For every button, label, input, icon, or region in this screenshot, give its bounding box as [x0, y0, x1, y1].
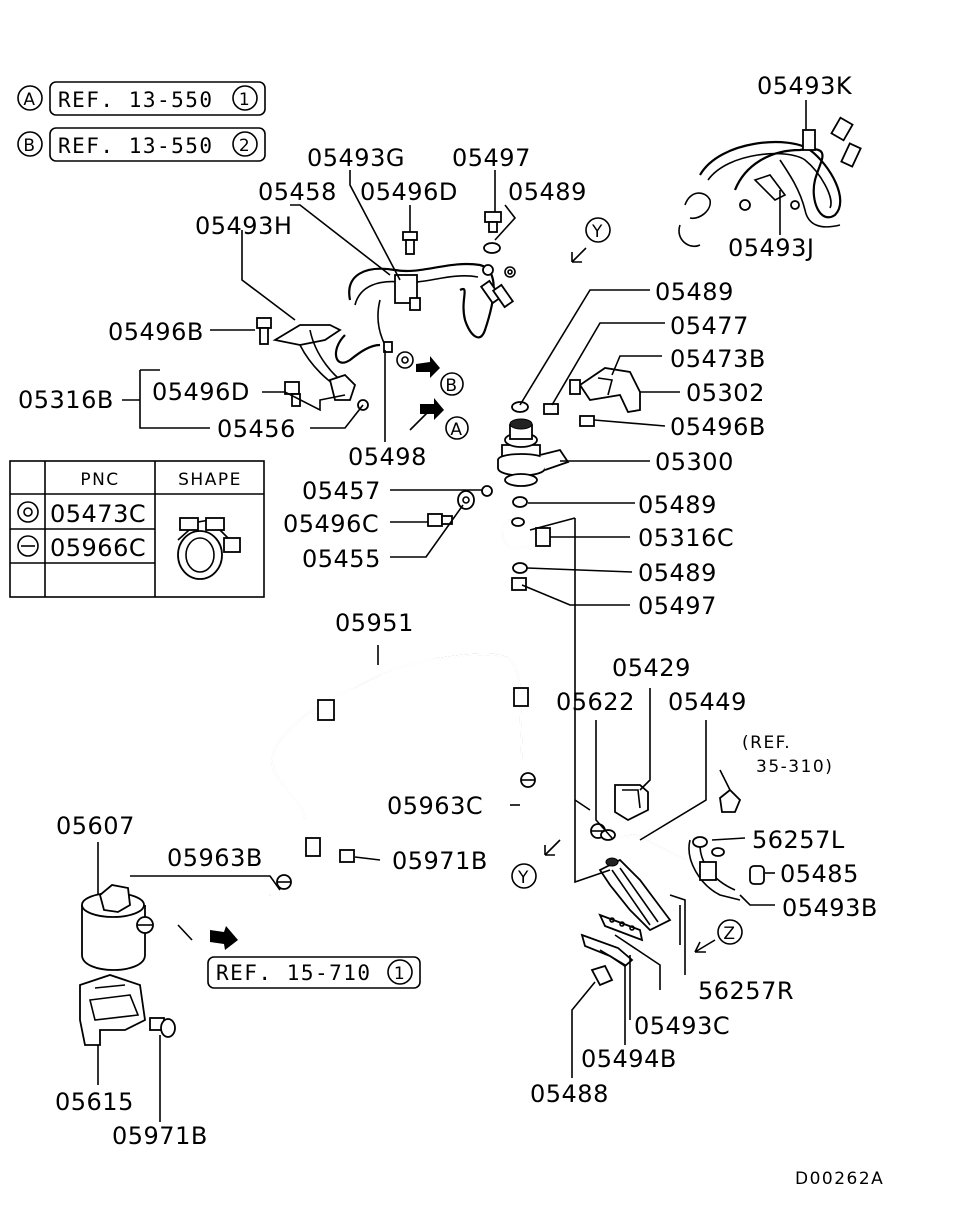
label-05493g: 05493G: [307, 144, 405, 172]
table-header-shape: SHAPE: [178, 470, 242, 490]
hose-05963c: [516, 800, 606, 839]
label-05300: 05300: [655, 448, 734, 476]
label-05497-mid: 05497: [638, 592, 717, 620]
ref-b: B REF. 13-550 2: [17, 127, 266, 162]
pipe-05951: [270, 653, 536, 890]
leader-lines: [97, 100, 807, 1122]
label-05485: 05485: [780, 860, 859, 888]
diagram-code: D00262A: [795, 1169, 884, 1189]
label-05494b: 05494B: [581, 1045, 677, 1073]
arrow-y-bottom: Y: [511, 839, 561, 889]
label-05971b-right: 05971B: [392, 847, 488, 875]
label-05963b: 05963B: [167, 844, 263, 872]
circle-minus-icon: [17, 535, 39, 557]
label-05615: 05615: [55, 1088, 134, 1116]
arrow-y-top: Y: [571, 217, 611, 263]
label-05455: 05455: [302, 545, 381, 573]
vacuum-valve: [497, 367, 641, 591]
hose-clamp-icon: [177, 517, 241, 580]
canister-05607: [81, 884, 154, 971]
label-05316c: 05316C: [638, 524, 734, 552]
hose-assembly-top-right: [678, 116, 862, 247]
label-05496d-top: 05496D: [360, 178, 458, 206]
small-parts-mid: [427, 485, 493, 527]
view-marker-b: B: [445, 376, 458, 396]
label-05489-mid1: 05489: [638, 491, 717, 519]
ref-a-letter: A: [23, 90, 36, 110]
ref-d-line1: (REF.: [742, 733, 791, 753]
ref-d-line2: 35-310): [756, 757, 833, 777]
table-pnc-2: 05966C: [50, 534, 146, 562]
label-05493k: 05493K: [757, 72, 853, 100]
arrow-z: Z: [694, 919, 743, 953]
label-05429: 05429: [612, 654, 691, 682]
ref-b-circle: 2: [239, 136, 251, 156]
label-05951: 05951: [335, 609, 414, 637]
label-05489-right1: 05489: [655, 278, 734, 306]
ref-c-circle: 1: [394, 964, 406, 984]
label-05489-mid2: 05489: [638, 559, 717, 587]
label-05496b-left: 05496B: [108, 318, 204, 346]
label-05496d-left: 05496D: [152, 378, 250, 406]
label-05622: 05622: [556, 688, 635, 716]
label-05493c: 05493C: [634, 1012, 730, 1040]
label-05493j: 05493J: [728, 234, 814, 262]
label-56257r: 56257R: [698, 977, 794, 1005]
upper-hose-assembly: [256, 211, 516, 411]
bracket-05615: [79, 974, 176, 1046]
label-05473b: 05473B: [670, 345, 766, 373]
part-labels: 05493K 05493J 05493G 05497 05458 05496D …: [18, 72, 878, 1150]
double-circle-icon: [17, 501, 39, 523]
label-05963c: 05963C: [387, 792, 483, 820]
view-marker-z: Z: [723, 924, 736, 944]
label-05496c: 05496C: [283, 510, 379, 538]
table-header-pnc: PNC: [80, 470, 119, 490]
label-05497-top: 05497: [452, 144, 531, 172]
label-05493h: 05493H: [195, 212, 292, 240]
label-05457: 05457: [302, 477, 381, 505]
pedal-assembly: [580, 784, 765, 987]
label-05488: 05488: [530, 1080, 609, 1108]
label-05493b: 05493B: [782, 894, 878, 922]
label-05489-top: 05489: [508, 178, 587, 206]
ref-a: A REF. 13-550 1: [17, 81, 266, 116]
ref-b-letter: B: [23, 136, 36, 156]
ref-a-circle: 1: [239, 90, 251, 110]
label-56257l: 56257L: [752, 826, 845, 854]
ref-c-text: REF. 15-710: [216, 961, 372, 985]
ref-c: REF. 15-710 1: [207, 926, 421, 989]
label-05302: 05302: [686, 379, 765, 407]
arrow-to-a: A: [420, 398, 469, 440]
label-05456: 05456: [217, 415, 296, 443]
label-05449: 05449: [668, 688, 747, 716]
ref-d: (REF. 35-310): [742, 733, 833, 777]
label-05458: 05458: [258, 178, 337, 206]
ref-a-text: REF. 13-550: [58, 88, 214, 112]
ref-b-text: REF. 13-550: [58, 134, 214, 158]
arrow-to-b: B: [416, 356, 464, 396]
table-pnc-1: 05473C: [50, 500, 146, 528]
pnc-shape-table: PNC SHAPE 05473C 05966C: [9, 460, 265, 598]
view-marker-a: A: [450, 420, 463, 440]
label-05316b: 05316B: [18, 386, 114, 414]
label-05496b-right: 05496B: [670, 413, 766, 441]
label-05607: 05607: [56, 812, 135, 840]
label-05498: 05498: [348, 443, 427, 471]
view-marker-y-bottom: Y: [517, 868, 530, 888]
label-05971b-bottom: 05971B: [112, 1122, 208, 1150]
label-05477: 05477: [670, 312, 749, 340]
view-marker-y-top: Y: [591, 222, 604, 242]
